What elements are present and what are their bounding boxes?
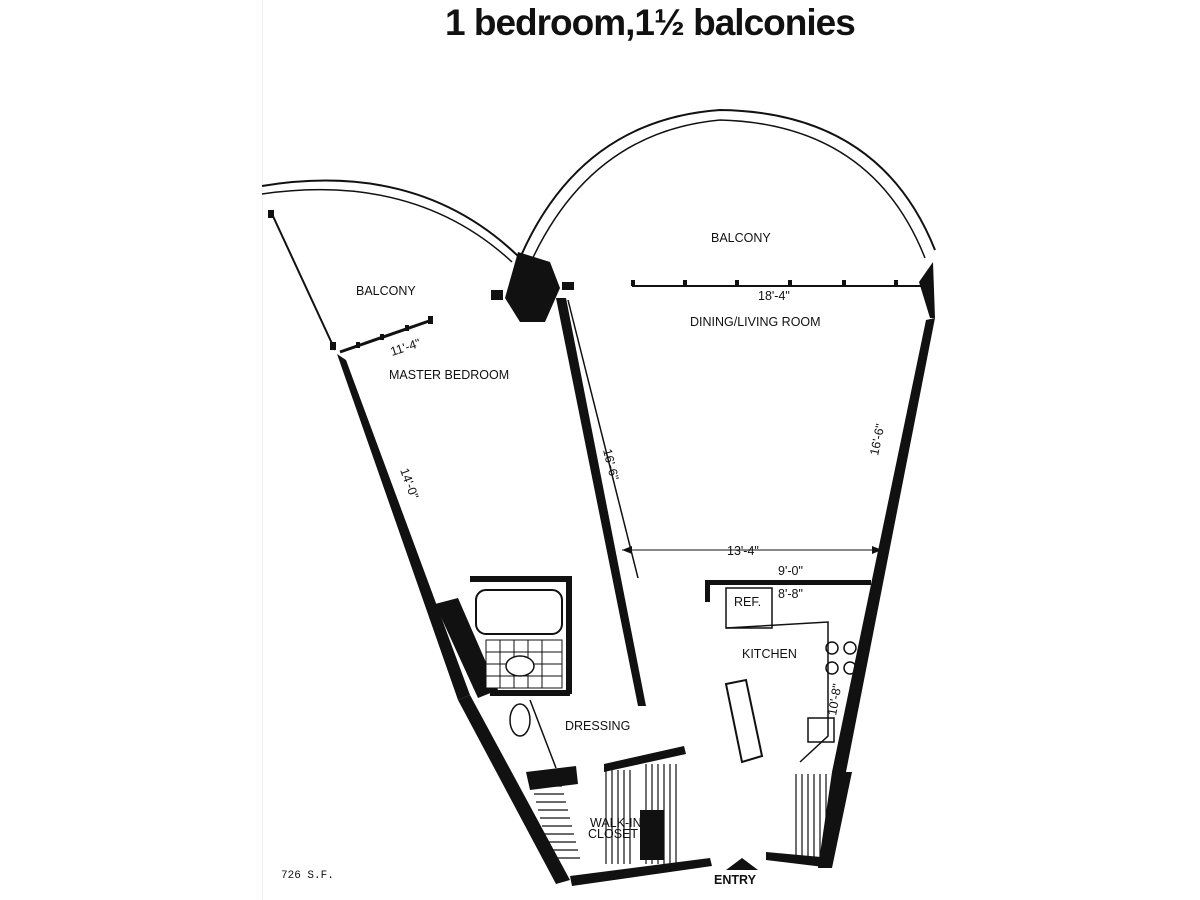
dim-balcony-width: 18'-4" — [758, 289, 790, 303]
dining-living-label: DINING/LIVING ROOM — [690, 315, 821, 329]
kitchen-counter — [725, 621, 829, 763]
dim-living-width: 13'-4" — [727, 544, 759, 558]
rail-post — [268, 210, 274, 218]
dim-kitchen-side: 10'-8" — [825, 683, 844, 717]
plan-title: 1 bedroom,1½ balconies — [445, 2, 856, 43]
area-note: 726 S.F. — [281, 870, 334, 882]
closet-column — [640, 810, 664, 860]
entry-right-wall — [766, 852, 832, 868]
bath-right-wall — [566, 576, 572, 694]
left-balcony-arc-inner — [261, 188, 513, 263]
living-outer-wall — [832, 318, 935, 772]
kitchen-wall-stub — [705, 580, 710, 602]
dim-living-depth: 16'-6" — [600, 447, 621, 481]
refrigerator — [725, 587, 773, 629]
right-column — [919, 262, 935, 318]
bath-bottom-wall — [490, 690, 570, 696]
closet-top-wall — [604, 746, 686, 772]
bedroom-mullions — [356, 316, 433, 348]
kitchen-island — [724, 678, 764, 764]
left-balcony-arc-outer — [261, 179, 521, 259]
bedroom-window-wall — [339, 318, 433, 354]
column-stub — [491, 290, 503, 300]
left-balcony-rail — [271, 213, 336, 351]
partition-line — [567, 299, 639, 579]
cooktop — [825, 641, 857, 675]
structural-column — [505, 252, 560, 322]
dim-bedroom-length: 14'-0" — [397, 466, 421, 501]
right-closet-wall — [818, 772, 852, 868]
dim-living-right: 16'-6" — [867, 423, 887, 457]
left-margin — [0, 0, 262, 900]
bath-outer-wall — [435, 598, 498, 698]
lower-left-wall — [458, 695, 570, 884]
right-balcony-arc-outer — [519, 108, 936, 259]
dim-arrow — [622, 546, 632, 554]
balcony-left-label: BALCONY — [356, 284, 416, 298]
rail-post — [330, 342, 336, 350]
kitchen-sink — [807, 717, 835, 743]
walk-in-label: WALK-IN — [590, 816, 642, 830]
entry-arrow-icon — [726, 858, 758, 870]
dim-kitchen-mid: 8'-8" — [778, 587, 803, 601]
dim-arrow — [872, 546, 882, 554]
dim-kitchen-top: 9'-0" — [778, 564, 803, 578]
balcony-right-label: BALCONY — [711, 231, 771, 245]
ref-label: REF. — [734, 595, 761, 609]
dim-bedroom-width: 11'-4" — [389, 336, 423, 359]
closet-label: CLOSET — [588, 827, 638, 841]
column-stub — [562, 282, 574, 290]
entry-label: ENTRY — [714, 873, 757, 887]
entry-left-wall — [570, 858, 712, 886]
right-margin — [935, 0, 1200, 900]
vanity-sink — [509, 703, 531, 737]
bedroom-living-partition — [556, 298, 646, 706]
vanity-counter — [529, 699, 557, 769]
kitchen-label: KITCHEN — [742, 647, 797, 661]
toilet — [505, 655, 535, 677]
right-balcony-arc-inner — [529, 119, 926, 265]
kitchen-top-wall — [705, 580, 871, 585]
dressing-label: DRESSING — [565, 719, 630, 733]
bedroom-outer-wall — [337, 354, 470, 700]
bathtub — [475, 589, 563, 635]
bath-top-wall — [470, 576, 570, 582]
master-bedroom-label: MASTER BEDROOM — [389, 368, 509, 382]
closet-wall — [526, 766, 578, 790]
window-mullions — [631, 280, 898, 286]
